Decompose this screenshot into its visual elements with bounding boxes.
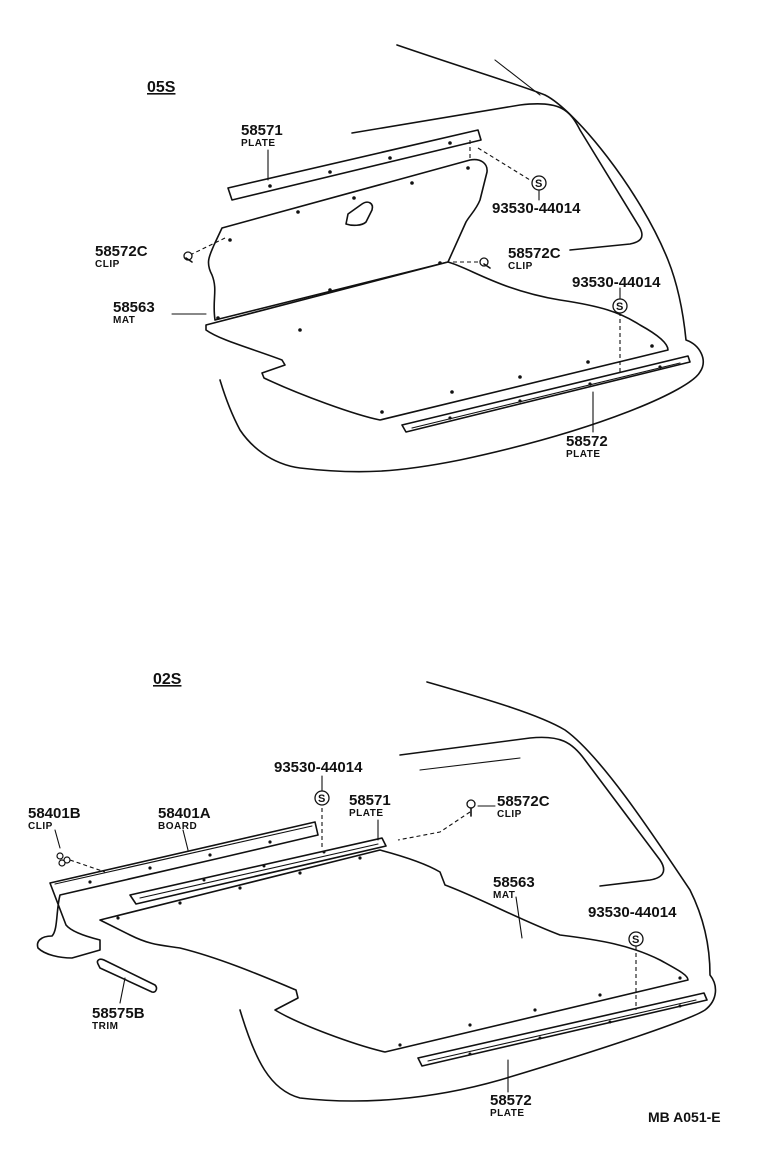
label-mat-name: MAT (113, 315, 135, 326)
figure-reference: MB A051-E (648, 1109, 721, 1125)
label-plate-lower-number: 58572 (566, 433, 608, 450)
bolt-lower-symbol: S (612, 298, 628, 314)
label-mat-name-bottom: MAT (493, 890, 515, 901)
svg-text:S: S (616, 301, 623, 313)
label-bolt-lower-number: 93530-44014 (572, 274, 661, 291)
trim-part (96, 958, 158, 993)
svg-text:S: S (632, 934, 639, 946)
label-mat-number-bottom: 58563 (493, 874, 535, 891)
label-clip-right-number: 58572C (508, 245, 561, 262)
clip-left-icon (183, 251, 193, 263)
mat-back-panel (207, 158, 488, 321)
label-mat-number: 58563 (113, 299, 155, 316)
label-plate-lower-name: PLATE (566, 449, 601, 460)
label-trim-name: TRIM (92, 1021, 118, 1032)
label-board-number: 58401A (158, 805, 211, 822)
label-board-name: BOARD (158, 821, 197, 832)
label-clip-right-number-bottom: 58572C (497, 793, 550, 810)
label-bolt-upper-number-bottom: 93530-44014 (274, 759, 363, 776)
label-bolt-lower-number-bottom: 93530-44014 (588, 904, 677, 921)
board-part (36, 821, 319, 959)
label-plate-upper-number-bottom: 58571 (349, 792, 391, 809)
bolt-upper-symbol: S (531, 175, 547, 191)
label-plate-upper-name: PLATE (241, 138, 276, 149)
svg-text:S: S (318, 793, 325, 805)
section-title-02s: 02S (153, 671, 182, 688)
label-trim-number: 58575B (92, 1005, 145, 1022)
mat-floor-part-bottom (99, 849, 689, 1053)
svg-text:S: S (535, 178, 542, 190)
label-clip-left-name: CLIP (95, 259, 120, 270)
label-plate-upper-name-bottom: PLATE (349, 808, 384, 819)
section-02s: 02S (28, 671, 717, 1119)
label-clip-right-name-bottom: CLIP (497, 809, 522, 820)
clip-right-icon-bottom (466, 799, 476, 817)
label-bolt-upper-number: 93530-44014 (492, 200, 581, 217)
clip-left-icon-bottom (56, 852, 71, 867)
label-plate-upper-number: 58571 (241, 122, 283, 139)
bolt-upper-symbol-bottom: S (314, 790, 330, 806)
plate-lower-part-bottom (417, 992, 708, 1067)
bolt-lower-symbol-bottom: S (628, 931, 644, 947)
label-clip-left-number: 58572C (95, 243, 148, 260)
label-plate-lower-name-bottom: PLATE (490, 1108, 525, 1119)
section-05s: 05S (95, 44, 704, 473)
label-clip-left-name-bottom: CLIP (28, 821, 53, 832)
vehicle-body-outline-bottom (239, 681, 717, 1102)
label-plate-lower-number-bottom: 58572 (490, 1092, 532, 1109)
mat-floor-part (205, 261, 669, 421)
label-clip-left-number-bottom: 58401B (28, 805, 81, 822)
mat-handle-opening (345, 201, 374, 227)
section-title-05s: 05S (147, 79, 176, 96)
label-clip-right-name: CLIP (508, 261, 533, 272)
plate-upper-part (227, 129, 482, 201)
clip-right-icon (479, 257, 491, 269)
